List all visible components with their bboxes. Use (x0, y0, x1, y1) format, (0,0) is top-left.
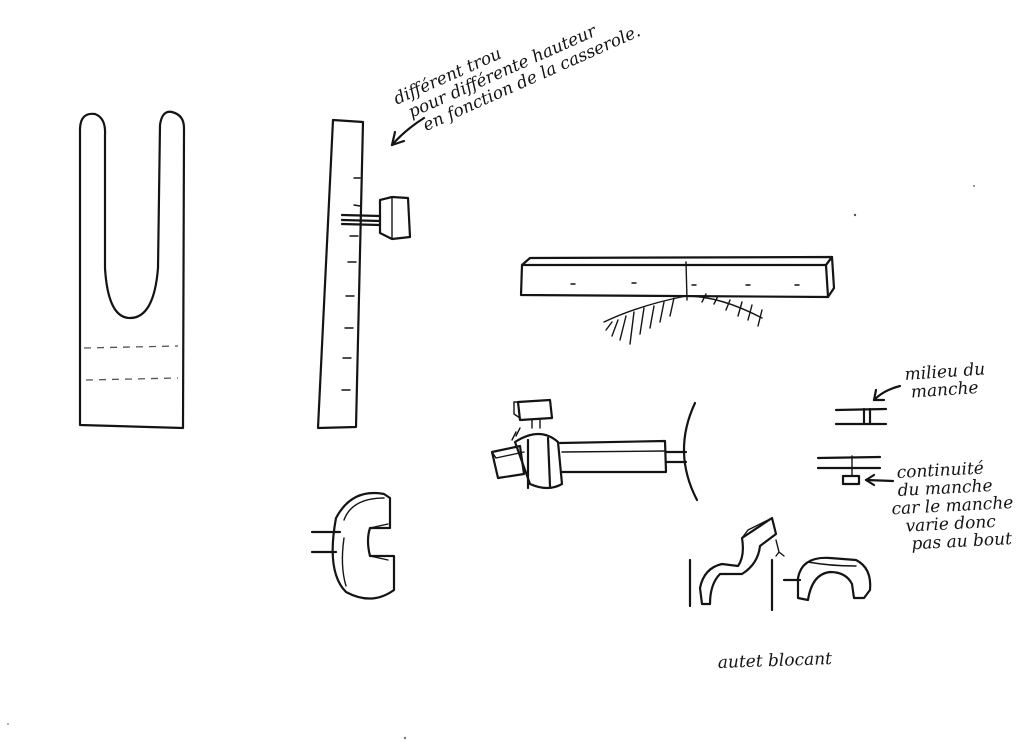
middle-note: milieu du manche (904, 359, 986, 403)
continuity-note-line5: pas au bout (911, 529, 1013, 554)
c-clip-sketch (310, 491, 396, 600)
stopper-sketch (688, 516, 872, 612)
continuity-note-line4: varie donc (905, 512, 997, 537)
stopper-caption: autet blocant (717, 649, 832, 673)
continuity-note-line2: du manche (897, 476, 993, 501)
continuity-note: continuité du manche car le manche varie… (891, 458, 1014, 554)
paper-specks (7, 185, 975, 740)
middle-detail-sketch (834, 384, 902, 426)
height-bar-sketch (316, 118, 412, 430)
middle-note-line2: manche (910, 378, 979, 403)
horizontal-beam-sketch (519, 255, 836, 345)
clamp-assembly-sketch (490, 398, 699, 502)
continuity-note-line1: continuité (896, 458, 984, 483)
holes-note: différent trou pour différente hauteur e… (391, 21, 644, 136)
fork-piece-sketch (78, 110, 186, 430)
continuity-detail-sketch (816, 455, 895, 487)
holes-arrow (390, 116, 426, 147)
